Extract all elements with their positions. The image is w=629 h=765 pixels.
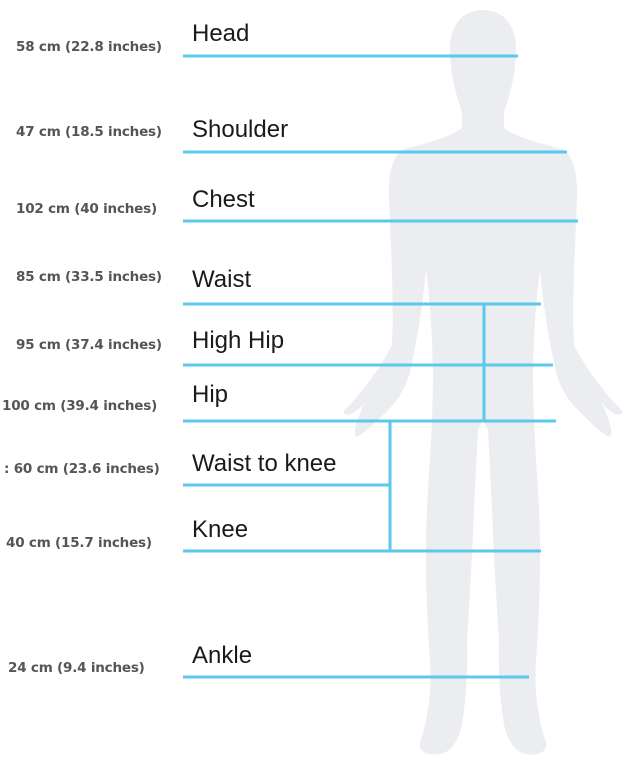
label-high-hip: High Hip [192, 327, 284, 355]
label-waist: Waist [192, 266, 251, 294]
label-knee: Knee [192, 516, 248, 544]
value-chest: 102 cm (40 inches) [16, 201, 157, 217]
label-chest: Chest [192, 186, 255, 214]
label-ankle: Ankle [192, 642, 252, 670]
value-head: 58 cm (22.8 inches) [16, 39, 162, 55]
value-shoulder: 47 cm (18.5 inches) [16, 124, 162, 140]
value-hip: 100 cm (39.4 inches) [2, 398, 157, 414]
value-waist-to-knee: : 60 cm (23.6 inches) [4, 461, 160, 477]
value-high-hip: 95 cm (37.4 inches) [16, 337, 162, 353]
value-ankle: 24 cm (9.4 inches) [8, 660, 145, 676]
value-knee: 40 cm (15.7 inches) [6, 535, 152, 551]
label-shoulder: Shoulder [192, 116, 288, 144]
label-hip: Hip [192, 381, 228, 409]
value-waist: 85 cm (33.5 inches) [16, 269, 162, 285]
label-waist-to-knee: Waist to knee [192, 450, 337, 478]
label-head: Head [192, 20, 249, 48]
